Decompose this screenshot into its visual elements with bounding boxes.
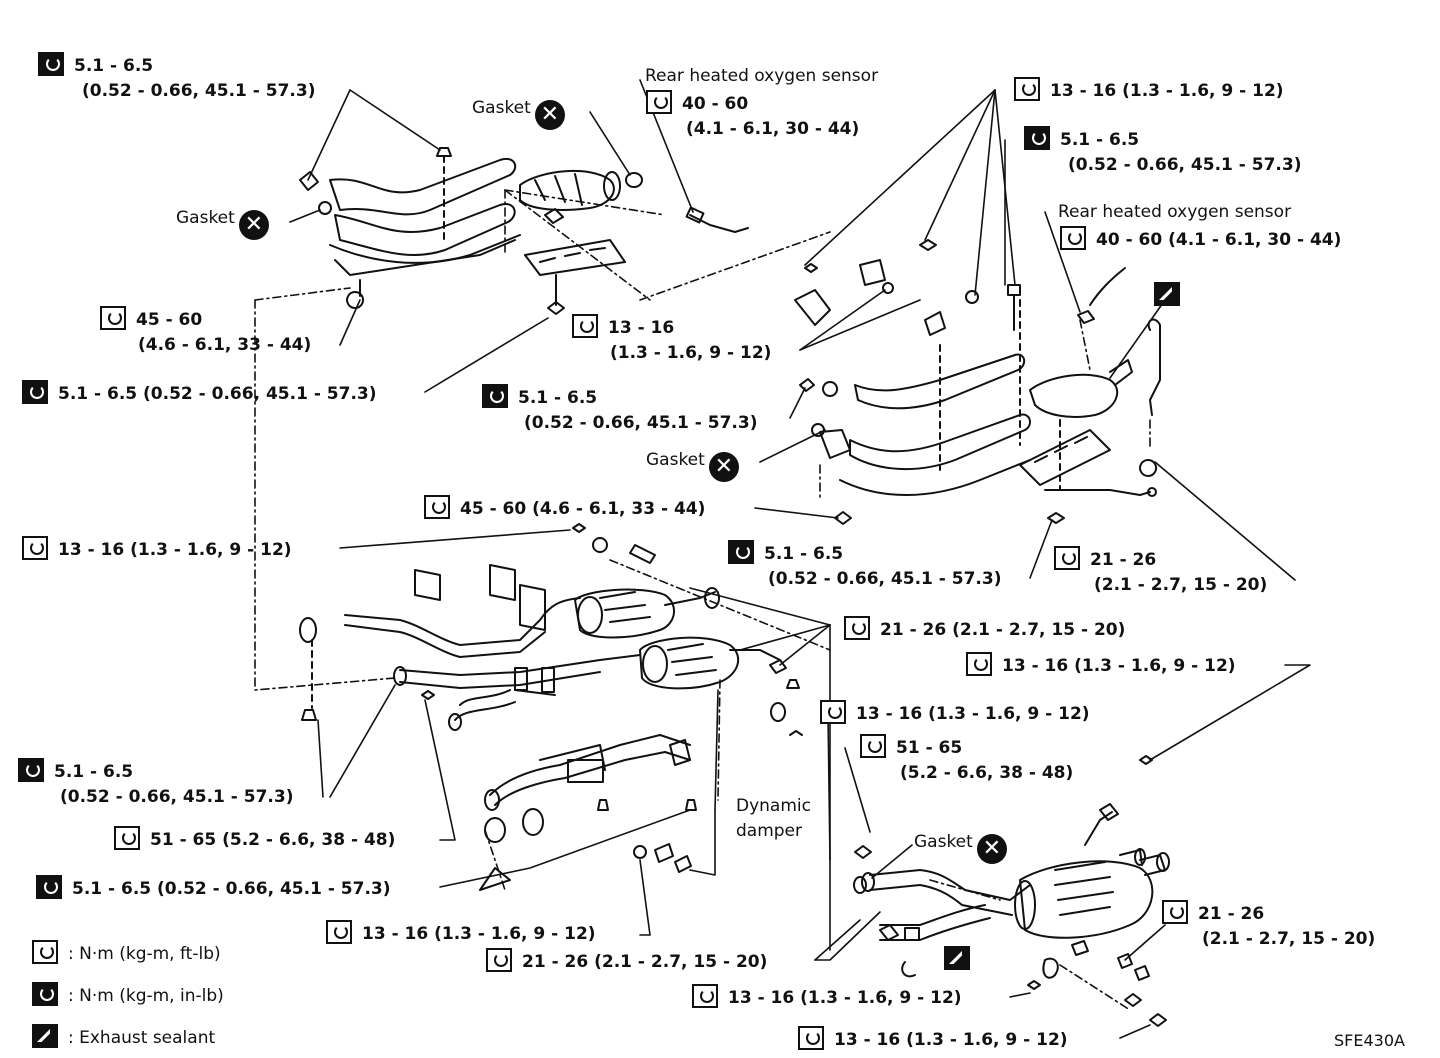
torque-ftlb-icon [860, 734, 886, 758]
torque-inlb-icon [36, 875, 62, 899]
exhaust-sealant-marker-2 [944, 946, 980, 973]
torque-ftlb-icon [32, 940, 58, 964]
torque-label-t25: 21 - 26 (2.1 - 2.7, 15 - 20) [1162, 900, 1375, 952]
front-tube-assembly-left [299, 147, 749, 315]
gasket-replace-icon: ✕ [238, 210, 269, 240]
torque-ftlb-icon [114, 826, 140, 850]
torque-ftlb-icon [844, 616, 870, 640]
torque-label-t18: 5.1 - 6.5 (0.52 - 0.66, 45.1 - 57.3) [18, 758, 293, 810]
gasket-label-2: Gasket✕ [176, 206, 269, 240]
torque-label-t10: 45 - 60 (4.6 - 6.1, 33 - 44) [424, 495, 705, 522]
torque-inlb-icon [22, 380, 48, 404]
torque-label-t9: 5.1 - 6.5 (0.52 - 0.66, 45.1 - 57.3) [482, 384, 757, 436]
legend-ftlb: : N·m (kg-m, ft-lb) [32, 940, 221, 967]
torque-label-t13: 21 - 26 (2.1 - 2.7, 15 - 20) [1054, 546, 1267, 598]
torque-ftlb-icon [820, 700, 846, 724]
torque-ftlb-icon [326, 920, 352, 944]
torque-label-t21: 13 - 16 (1.3 - 1.6, 9 - 12) [326, 920, 596, 947]
exhaust-sealant-icon [32, 1024, 58, 1048]
exhaust-sealant-icon [944, 946, 970, 970]
torque-ftlb-icon [692, 984, 718, 1008]
torque-ftlb-icon [424, 495, 450, 519]
torque-label-t14: 21 - 26 (2.1 - 2.7, 15 - 20) [844, 616, 1125, 643]
center-pipe-mufflers [299, 523, 803, 736]
torque-ftlb-icon [1014, 77, 1040, 101]
torque-ftlb-icon [1060, 226, 1086, 250]
torque-label-t8: 5.1 - 6.5 (0.52 - 0.66, 45.1 - 57.3) [22, 380, 377, 407]
torque-ftlb-icon [798, 1026, 824, 1050]
torque-ftlb-icon [1162, 900, 1188, 924]
torque-ftlb-icon [966, 652, 992, 676]
torque-ftlb-icon [22, 536, 48, 560]
gasket-replace-icon: ✕ [534, 100, 565, 130]
torque-label-t24: 13 - 16 (1.3 - 1.6, 9 - 12) [798, 1026, 1068, 1053]
torque-label-t19: 51 - 65 (5.2 - 6.6, 38 - 48) [114, 826, 395, 853]
torque-label-t1: 5.1 - 6.5 (0.52 - 0.66, 45.1 - 57.3) [38, 52, 315, 104]
front-tube-assembly-right [794, 239, 1161, 525]
legend-inlb: : N·m (kg-m, in-lb) [32, 982, 224, 1009]
torque-ftlb-icon [572, 314, 598, 338]
torque-inlb-icon [18, 758, 44, 782]
torque-label-t12: 5.1 - 6.5 (0.52 - 0.66, 45.1 - 57.3) [728, 540, 1001, 592]
torque-label-t20: 5.1 - 6.5 (0.52 - 0.66, 45.1 - 57.3) [36, 875, 391, 902]
center-pipe-detail [479, 734, 697, 891]
torque-label-t6: 45 - 60 (4.6 - 6.1, 33 - 44) [100, 306, 311, 358]
legend-sealant: : Exhaust sealant [32, 1024, 215, 1051]
torque-label-t22: 21 - 26 (2.1 - 2.7, 15 - 20) [486, 948, 767, 975]
torque-label-t5: 40 - 60 (4.1 - 6.1, 30 - 44) [1060, 226, 1341, 253]
torque-label-t3: 13 - 16 (1.3 - 1.6, 9 - 12) [1014, 77, 1284, 104]
gasket-label-1: Gasket✕ [472, 96, 565, 130]
torque-ftlb-icon [100, 306, 126, 330]
rear-o2-sensor-label-right: Rear heated oxygen sensor [1058, 202, 1292, 222]
torque-label-t7: 13 - 16 (1.3 - 1.6, 9 - 12) [572, 314, 771, 366]
torque-label-t4: 5.1 - 6.5 (0.52 - 0.66, 45.1 - 57.3) [1024, 126, 1301, 178]
torque-inlb-icon [482, 384, 508, 408]
torque-inlb-icon [38, 52, 64, 76]
gasket-replace-icon: ✕ [976, 834, 1007, 864]
exhaust-sealant-icon [1154, 282, 1180, 306]
gasket-replace-icon: ✕ [708, 452, 739, 482]
exhaust-sealant-marker-1 [1154, 282, 1190, 309]
torque-ftlb-icon [1054, 546, 1080, 570]
rear-o2-sensor-label-left: Rear heated oxygen sensor [645, 66, 879, 86]
torque-label-t23: 13 - 16 (1.3 - 1.6, 9 - 12) [692, 984, 962, 1011]
torque-ftlb-icon [486, 948, 512, 972]
torque-label-t2: 40 - 60 (4.1 - 6.1, 30 - 44) [646, 90, 859, 142]
dynamic-damper-label: Dynamic damper [736, 796, 811, 841]
torque-label-t17: 51 - 65 (5.2 - 6.6, 38 - 48) [860, 734, 1073, 786]
torque-inlb-icon [32, 982, 58, 1006]
diagram-id: SFE430A [1334, 1031, 1405, 1050]
leader-lines [254, 79, 1311, 1039]
torque-inlb-icon [1024, 126, 1050, 150]
torque-inlb-icon [728, 540, 754, 564]
gasket-label-3: Gasket✕ [646, 448, 739, 482]
torque-label-t11: 13 - 16 (1.3 - 1.6, 9 - 12) [22, 536, 292, 563]
gasket-label-4: Gasket✕ [914, 830, 1007, 864]
main-muffler-assembly [853, 755, 1170, 1027]
torque-label-t16: 13 - 16 (1.3 - 1.6, 9 - 12) [820, 700, 1090, 727]
torque-ftlb-icon [646, 90, 672, 114]
torque-label-t15: 13 - 16 (1.3 - 1.6, 9 - 12) [966, 652, 1236, 679]
